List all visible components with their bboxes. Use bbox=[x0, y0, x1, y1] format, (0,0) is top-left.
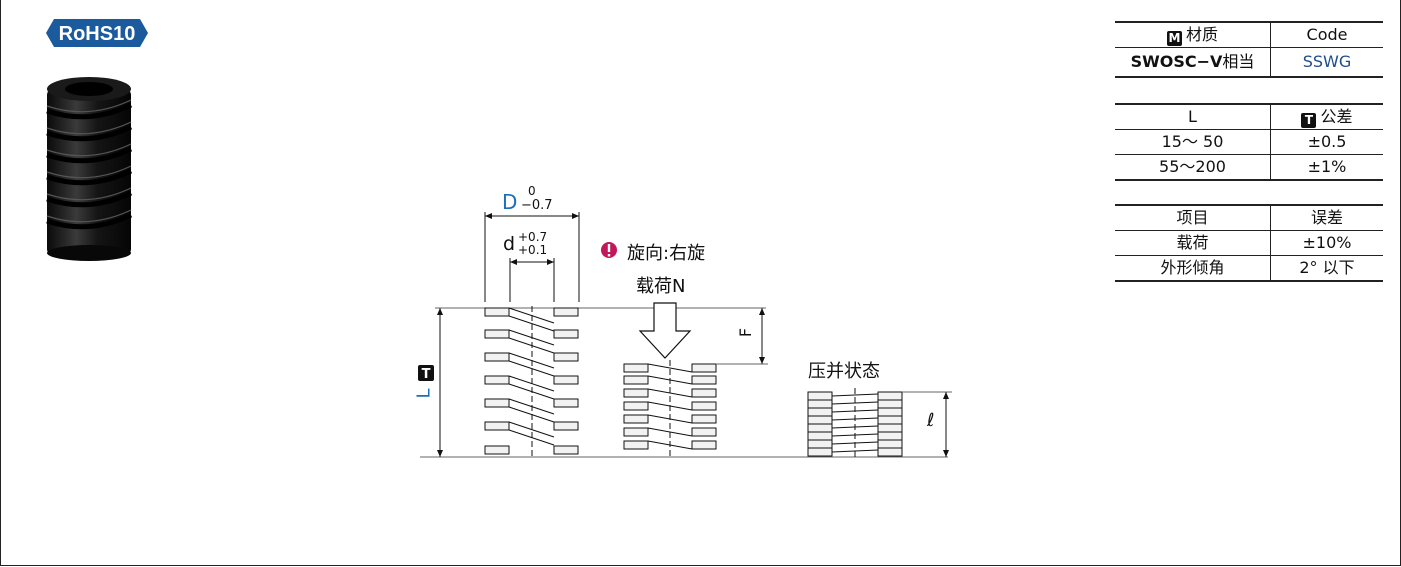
free-spring-coils bbox=[508, 306, 555, 457]
tolerance-header: 公差 bbox=[1320, 107, 1353, 126]
tolerance-icon: T bbox=[1301, 113, 1317, 128]
inner-diameter-tol-bottom: +0.1 bbox=[518, 243, 548, 257]
material-icon: M bbox=[1166, 31, 1182, 46]
length-header: L bbox=[1115, 103, 1271, 130]
error-cell: 2° 以下 bbox=[1270, 255, 1383, 282]
outer-diameter-tol-bottom: −0.7 bbox=[521, 198, 553, 213]
rohs-badge: RoHS10 bbox=[46, 19, 148, 47]
spring-product-photo bbox=[46, 77, 133, 261]
material-grade: SWOSC bbox=[1130, 52, 1197, 71]
material-header: 材质 bbox=[1185, 25, 1218, 44]
error-cell: ±10% bbox=[1270, 230, 1383, 256]
material-equivalent: 相当 bbox=[1222, 52, 1255, 71]
free-spring bbox=[484, 307, 579, 455]
code-header: Code bbox=[1270, 21, 1383, 48]
solid-length-label: ℓ bbox=[927, 410, 935, 431]
tolerance-value-cell: ±1% bbox=[1270, 154, 1383, 181]
outer-diameter-tol-top: 0 bbox=[528, 184, 536, 198]
free-length-label: L bbox=[413, 388, 435, 399]
inner-diameter-tol-top: +0.7 bbox=[518, 230, 548, 244]
spring-drawing: T bbox=[418, 212, 952, 458]
l-icon bbox=[418, 365, 434, 381]
deflection-label: F bbox=[736, 327, 756, 338]
length-range-cell: 55〜200 bbox=[1115, 154, 1271, 181]
material-value-cell: SWOSC−V相当 bbox=[1115, 47, 1271, 78]
material-grade-suffix: −V bbox=[1196, 52, 1223, 71]
error-table: 项目 误差 载荷 ±10% 外形倾角 2° 以下 bbox=[1115, 204, 1383, 282]
length-range-cell: 15〜 50 bbox=[1115, 129, 1271, 155]
rohs-label: RoHS10 bbox=[59, 23, 136, 45]
l-icon-letter: T bbox=[422, 367, 431, 382]
inner-diameter-label: d bbox=[503, 233, 516, 255]
outer-diameter-label: D bbox=[502, 190, 518, 214]
item-header: 项目 bbox=[1115, 204, 1271, 231]
item-cell: 外形倾角 bbox=[1115, 255, 1271, 282]
item-cell: 载荷 bbox=[1115, 230, 1271, 256]
winding-direction-label: 旋向:右旋 bbox=[627, 243, 706, 264]
solid-state-label: 压并状态 bbox=[808, 361, 880, 382]
tolerance-value-cell: ±0.5 bbox=[1270, 129, 1383, 155]
code-value: SSWG bbox=[1270, 47, 1383, 78]
load-label: 载荷N bbox=[636, 276, 686, 297]
error-header: 误差 bbox=[1270, 204, 1383, 231]
load-arrow bbox=[638, 302, 692, 359]
compressed-spring bbox=[623, 363, 717, 450]
